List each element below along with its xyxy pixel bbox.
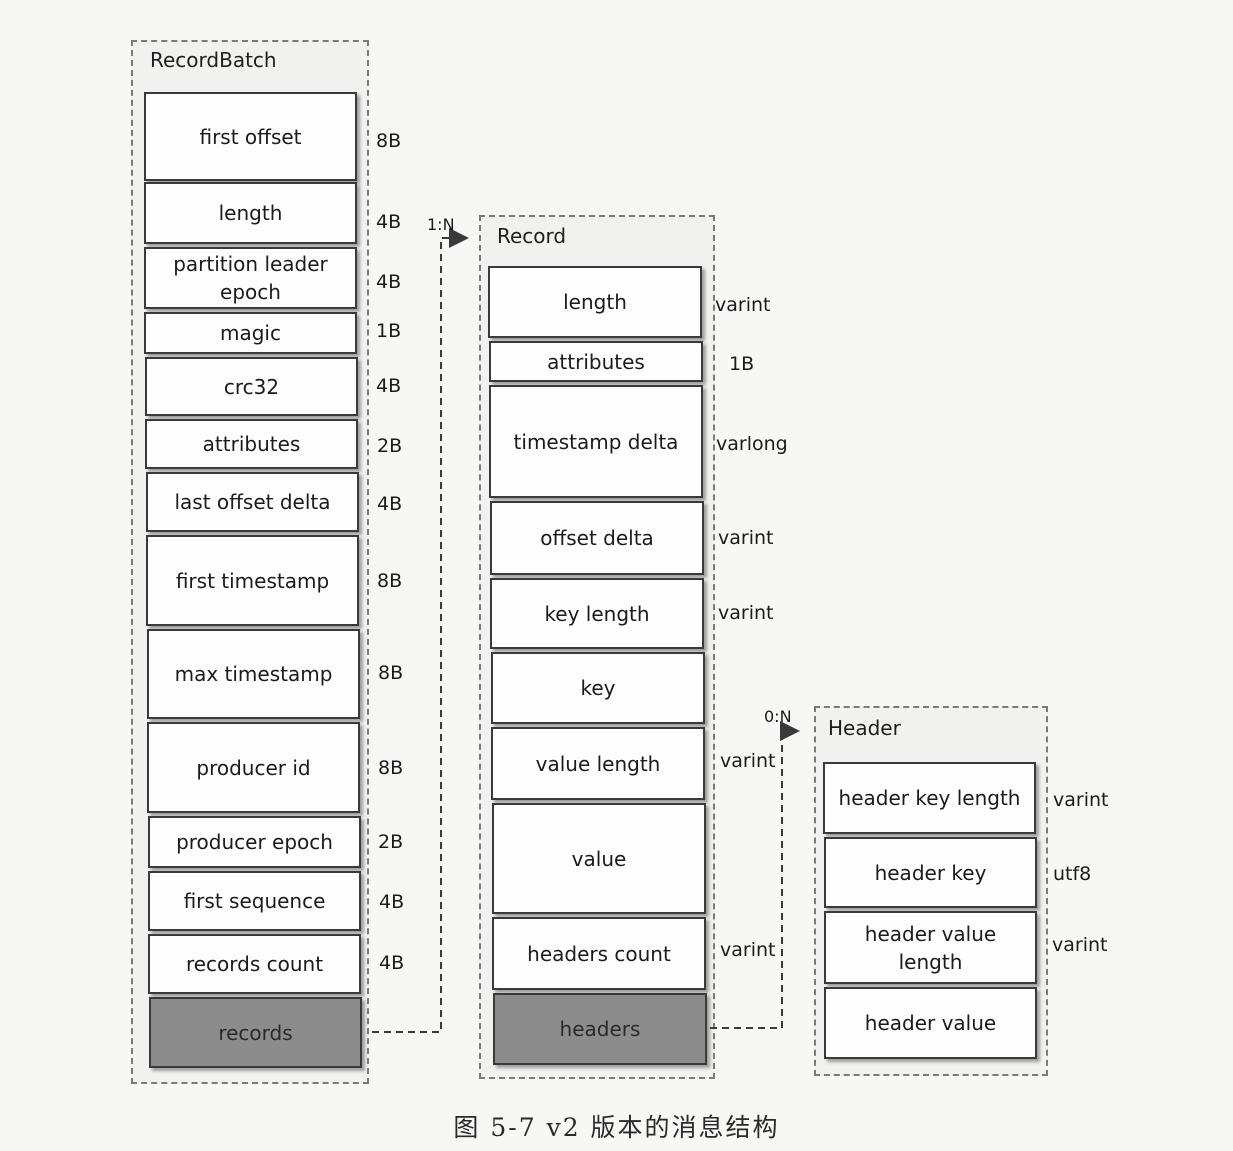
size-offset-delta: varint (718, 527, 774, 549)
size-first-timestamp: 8B (377, 570, 403, 592)
field-header-key: header key (824, 837, 1037, 908)
field-magic: magic (144, 312, 357, 354)
field-records-count: records count (148, 934, 361, 994)
field-max-timestamp: max timestamp (147, 629, 360, 719)
records-to-record-arrow (372, 228, 469, 1033)
field-partition-leader-epoch: partition leader epoch (144, 247, 357, 309)
headers-to-header-arrow (710, 721, 800, 1029)
size-first-offset: 8B (376, 130, 402, 152)
size-last-offset-delta: 4B (377, 493, 403, 515)
header-title: Header (828, 716, 901, 740)
size-partition-leader-epoch: 4B (376, 271, 402, 293)
size-header-key-length: varint (1053, 789, 1109, 811)
field-records: records (149, 997, 362, 1068)
size-first-sequence: 4B (379, 891, 405, 913)
field-header-value-length: header value length (824, 911, 1037, 984)
size-timestamp-delta: varlong (716, 433, 788, 455)
figure-caption: 图 5-7 v2 版本的消息结构 (453, 1113, 780, 1142)
field-length: length (144, 182, 357, 244)
field-last-offset-delta: last offset delta (146, 472, 359, 532)
field-header-key-length: header key length (823, 762, 1036, 834)
field-first-sequence: first sequence (148, 871, 361, 931)
size-header-key: utf8 (1053, 863, 1092, 885)
field-value: value (492, 803, 706, 914)
field-value-length: value length (491, 727, 705, 800)
field-headers: headers (493, 993, 707, 1065)
cardinality-records: 1:N (427, 215, 455, 234)
field-key: key (491, 652, 705, 724)
size-producer-epoch: 2B (378, 831, 404, 853)
size-attributes: 2B (377, 435, 403, 457)
field-producer-id: producer id (147, 722, 360, 813)
field-producer-epoch: producer epoch (148, 816, 361, 868)
field-key-length: key length (490, 578, 704, 649)
size-key-length: varint (718, 602, 774, 624)
field-first-timestamp: first timestamp (146, 535, 359, 626)
field-offset-delta: offset delta (490, 501, 704, 575)
size-magic: 1B (376, 320, 402, 342)
size-header-value-length: varint (1052, 934, 1108, 956)
field-record-attributes: attributes (489, 341, 703, 382)
size-record-attributes: 1B (729, 353, 755, 375)
field-headers-count: headers count (492, 917, 706, 990)
field-timestamp-delta: timestamp delta (489, 385, 703, 498)
cardinality-headers: 0:N (764, 707, 792, 726)
record-batch-title: RecordBatch (150, 48, 277, 72)
field-header-value: header value (824, 987, 1037, 1059)
size-records-count: 4B (379, 952, 405, 974)
size-max-timestamp: 8B (378, 662, 404, 684)
field-attributes: attributes (145, 419, 358, 469)
size-record-length: varint (715, 294, 771, 316)
size-length: 4B (376, 211, 402, 233)
field-first-offset: first offset (144, 92, 357, 181)
size-crc32: 4B (376, 375, 402, 397)
field-record-length: length (488, 266, 702, 338)
record-title: Record (497, 224, 567, 248)
size-producer-id: 8B (378, 757, 404, 779)
size-value-length: varint (720, 750, 776, 772)
size-headers-count: varint (720, 939, 776, 961)
field-crc32: crc32 (145, 357, 358, 416)
